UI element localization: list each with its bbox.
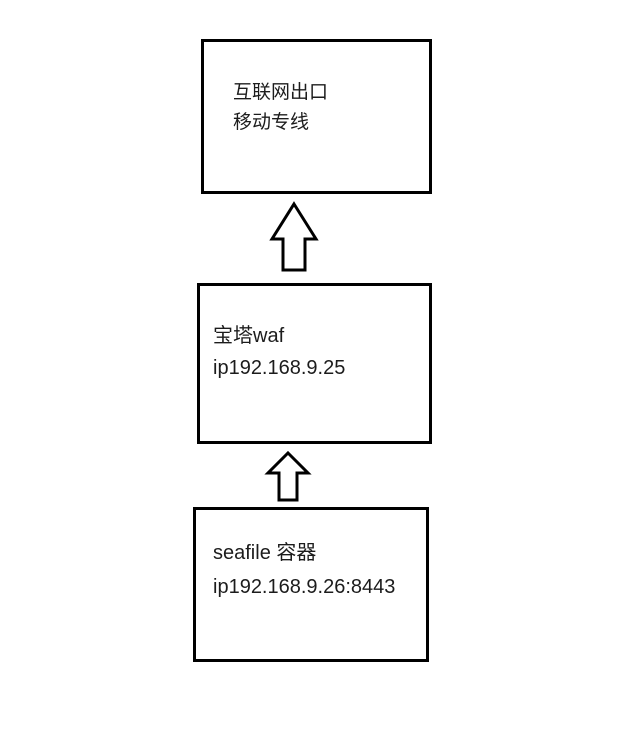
node-baota-waf-box: 宝塔waf ip192.168.9.25 bbox=[197, 283, 432, 444]
node-internet-egress-label-line2: 移动专线 bbox=[233, 112, 310, 133]
node-seafile-container-label-line2: ip192.168.9.26:8443 bbox=[213, 576, 396, 598]
node-baota-waf-label-line1: 宝塔waf bbox=[213, 325, 285, 347]
node-seafile-container-label-line1: seafile 容器 bbox=[213, 542, 317, 564]
up-arrow-icon bbox=[269, 201, 319, 272]
node-baota-waf-label-line2: ip192.168.9.25 bbox=[213, 357, 346, 379]
up-arrow-icon bbox=[264, 450, 312, 502]
node-seafile-container-box: seafile 容器 ip192.168.9.26:8443 bbox=[193, 507, 429, 662]
node-internet-egress-label-line1: 互联网出口 bbox=[233, 82, 329, 103]
node-internet-egress-box: 互联网出口 移动专线 bbox=[201, 39, 432, 194]
